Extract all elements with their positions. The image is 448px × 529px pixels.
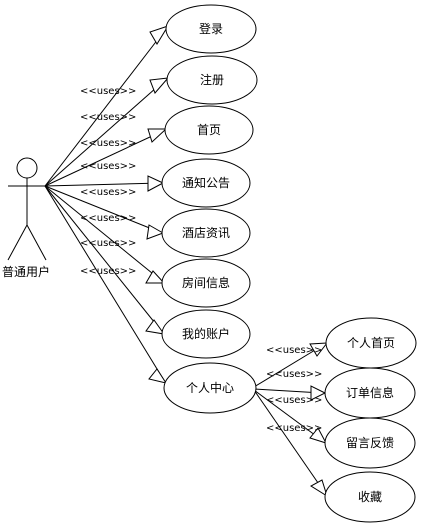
use-case-notice[interactable]: 通知公告 bbox=[161, 158, 251, 208]
relation-line-register bbox=[44, 79, 166, 187]
relation-line-my-account bbox=[44, 185, 164, 334]
arrowhead-notice bbox=[147, 175, 165, 192]
actor-leg-left bbox=[7, 224, 28, 261]
actor-leg-right bbox=[26, 224, 47, 261]
relation-label-favorites: <<uses>> bbox=[266, 423, 322, 434]
actor-head bbox=[16, 157, 38, 179]
relation-label-register: <<uses>> bbox=[80, 112, 136, 123]
arrowhead-favorites bbox=[310, 479, 328, 498]
actor-arrowheads bbox=[145, 25, 170, 384]
use-case-label: 个人首页 bbox=[347, 336, 395, 350]
use-case-label: 登录 bbox=[199, 21, 223, 36]
arrowhead-order-info bbox=[310, 385, 327, 401]
use-case-register[interactable]: 注册 bbox=[166, 55, 258, 105]
use-case-room-info[interactable]: 房间信息 bbox=[161, 258, 251, 308]
actor-relation-labels: <<uses>> <<uses>> <<uses>> <<uses>> <<us… bbox=[80, 86, 136, 277]
arrowhead-room-info bbox=[145, 270, 166, 284]
relation-line-favorites bbox=[253, 389, 326, 494]
use-case-hotel-news[interactable]: 酒店资讯 bbox=[161, 208, 251, 258]
relation-label-room-info: <<uses>> bbox=[80, 213, 136, 224]
use-case-label: 首页 bbox=[197, 123, 221, 137]
arrowhead-personal-home bbox=[309, 342, 329, 357]
relation-label-my-account: <<uses>> bbox=[80, 238, 136, 249]
use-case-label: 通知公告 bbox=[182, 176, 230, 190]
arrowhead-register bbox=[149, 77, 170, 94]
use-case-label: 个人中心 bbox=[186, 380, 234, 395]
use-case-label: 酒店资讯 bbox=[182, 226, 230, 240]
use-case-feedback[interactable]: 留言反馈 bbox=[324, 417, 416, 469]
use-case-label: 房间信息 bbox=[182, 275, 230, 290]
relation-line-home bbox=[44, 129, 166, 187]
use-case-personal-center[interactable]: 个人中心 bbox=[163, 362, 257, 414]
arrowhead-home bbox=[147, 128, 168, 143]
arrowhead-hotel-news bbox=[146, 224, 165, 240]
relation-label-order-info: <<uses>> bbox=[266, 369, 322, 380]
relation-line-room-info bbox=[44, 185, 164, 283]
personal-center-relation-labels: <<uses>> <<uses>> <<uses>> <<uses>> bbox=[266, 345, 322, 434]
use-case-personal-home[interactable]: 个人首页 bbox=[325, 317, 417, 369]
relation-line-login bbox=[44, 29, 166, 187]
relation-label-personal-home: <<uses>> bbox=[266, 345, 322, 356]
relation-line-personal-home bbox=[253, 343, 326, 388]
relation-label-login: <<uses>> bbox=[80, 86, 136, 97]
use-case-login[interactable]: 登录 bbox=[165, 4, 257, 54]
use-case-order-info[interactable]: 订单信息 bbox=[324, 367, 416, 419]
relation-label-hotel-news: <<uses>> bbox=[80, 187, 136, 198]
personal-center-arrowheads bbox=[309, 342, 329, 498]
actor-figure bbox=[7, 157, 47, 261]
arrowhead-feedback bbox=[309, 427, 328, 444]
arrowhead-my-account bbox=[145, 319, 166, 335]
use-case-favorites[interactable]: 收藏 bbox=[324, 471, 416, 523]
relation-line-personal-center bbox=[44, 185, 166, 383]
use-case-label: 订单信息 bbox=[346, 385, 394, 400]
relation-line-notice bbox=[44, 182, 163, 187]
arrowhead-login bbox=[149, 25, 170, 45]
relation-line-feedback bbox=[253, 389, 324, 442]
use-case-label: 注册 bbox=[200, 72, 224, 87]
use-case-label: 我的账户 bbox=[182, 326, 230, 341]
actor-label: 普通用户 bbox=[2, 264, 50, 279]
use-case-label: 留言反馈 bbox=[346, 436, 394, 450]
use-case-label: 收藏 bbox=[358, 490, 382, 504]
relation-label-personal-center: <<uses>> bbox=[80, 266, 136, 277]
relation-label-notice: <<uses>> bbox=[80, 161, 136, 172]
relation-label-feedback: <<uses>> bbox=[266, 395, 322, 406]
use-case-home[interactable]: 首页 bbox=[164, 105, 254, 155]
use-case-my-account[interactable]: 我的账户 bbox=[161, 309, 251, 359]
arrowhead-personal-center bbox=[148, 368, 168, 384]
relation-line-hotel-news bbox=[44, 185, 163, 234]
actor-relations bbox=[44, 29, 166, 383]
relation-label-home: <<uses>> bbox=[80, 138, 136, 149]
personal-center-relations bbox=[253, 343, 326, 494]
